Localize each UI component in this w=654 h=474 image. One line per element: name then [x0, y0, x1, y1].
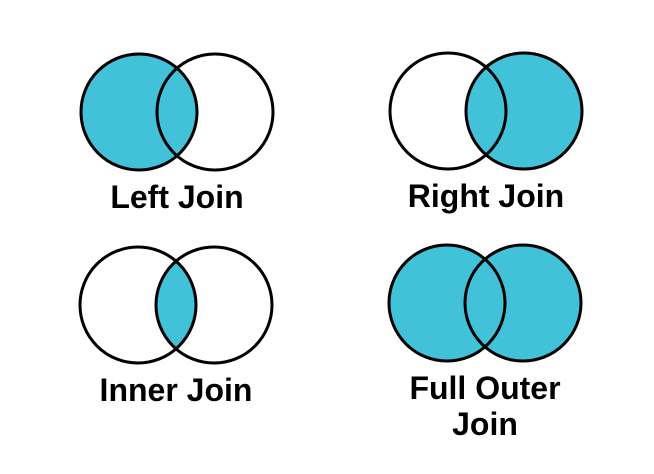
right-join-label: Right Join [407, 178, 565, 214]
left-join-label: Left Join [110, 179, 244, 215]
full-outer-join-venn-icon [387, 243, 583, 363]
full-outer-join-label: Full Outer Join [409, 370, 561, 442]
inner-join-diagram: Inner Join [56, 244, 296, 408]
inner-join-label: Inner Join [99, 372, 253, 408]
left-join-diagram: Left Join [57, 51, 297, 215]
right-join-diagram: Right Join [366, 50, 606, 214]
full-outer-join-diagram: Full Outer Join [365, 242, 605, 442]
inner-join-venn-icon [78, 245, 274, 365]
right-join-venn-icon [388, 51, 584, 171]
left-join-venn-icon [79, 52, 275, 172]
